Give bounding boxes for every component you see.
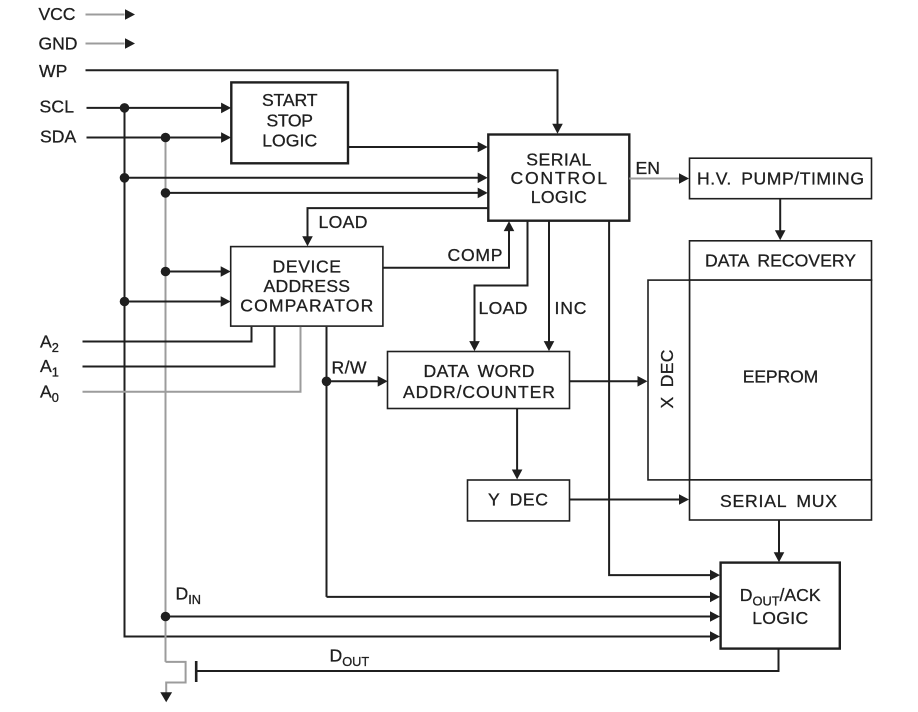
svg-text:ADDR/COUNTER: ADDR/COUNTER	[403, 382, 555, 402]
svg-text:LOGIC: LOGIC	[752, 608, 808, 628]
svg-text:WP: WP	[39, 61, 67, 81]
svg-text:START: START	[262, 90, 318, 110]
svg-text:DATA RECOVERY: DATA RECOVERY	[705, 251, 856, 271]
svg-text:CONTROL: CONTROL	[511, 168, 608, 188]
svg-text:X DEC: X DEC	[657, 349, 677, 408]
svg-text:EN: EN	[636, 158, 660, 178]
svg-text:SERIAL: SERIAL	[526, 149, 591, 169]
svg-text:SERIAL MUX: SERIAL MUX	[720, 491, 837, 511]
svg-text:R/W: R/W	[332, 358, 367, 378]
svg-text:COMP: COMP	[448, 245, 503, 265]
svg-text:GND: GND	[39, 33, 78, 53]
svg-text:LOAD: LOAD	[319, 212, 368, 232]
svg-text:LOGIC: LOGIC	[531, 187, 587, 207]
svg-text:VCC: VCC	[39, 4, 76, 24]
svg-text:DEVICE: DEVICE	[273, 257, 342, 277]
svg-text:H.V. PUMP/TIMING: H.V. PUMP/TIMING	[697, 168, 864, 188]
svg-text:INC: INC	[555, 298, 587, 318]
svg-text:SCL: SCL	[40, 97, 75, 117]
svg-text:COMPARATOR: COMPARATOR	[240, 295, 373, 315]
svg-text:ADDRESS: ADDRESS	[264, 276, 351, 296]
svg-text:Y DEC: Y DEC	[488, 490, 548, 510]
svg-text:DATA WORD: DATA WORD	[424, 361, 535, 381]
svg-text:EEPROM: EEPROM	[743, 367, 819, 387]
svg-text:STOP: STOP	[266, 110, 313, 130]
svg-text:DOUT/ACK: DOUT/ACK	[740, 585, 821, 609]
svg-text:LOGIC: LOGIC	[262, 131, 317, 151]
svg-text:SDA: SDA	[40, 126, 76, 146]
svg-text:LOAD: LOAD	[479, 298, 528, 318]
